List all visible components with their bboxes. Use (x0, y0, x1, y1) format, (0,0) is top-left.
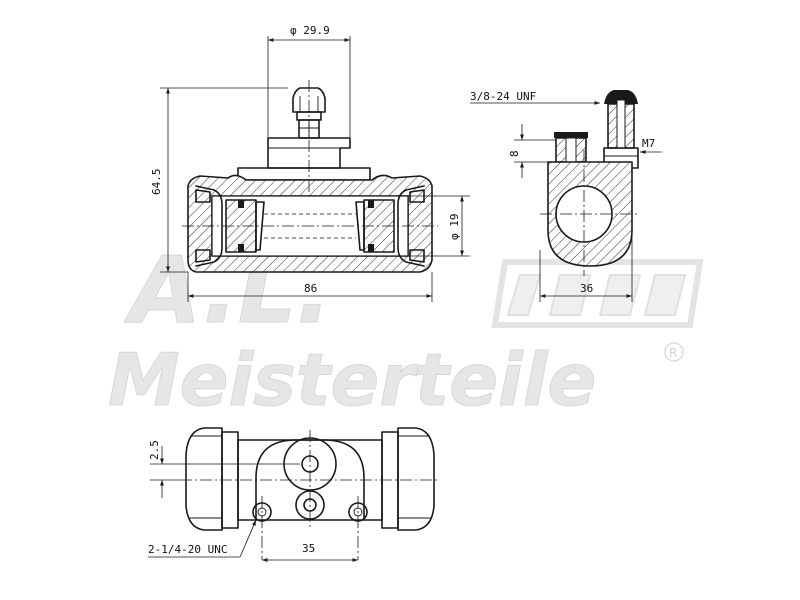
svg-text:36: 36 (580, 282, 593, 295)
dim-thread-upper: 3/8-24 UNF (470, 90, 600, 105)
piston-left (225, 199, 257, 253)
watermark-brand: Meisterteile (108, 338, 596, 422)
end-cap-left (185, 427, 223, 531)
end-cap-right (397, 427, 435, 531)
dim-overall-length: 86 (187, 272, 433, 302)
dim-top-width: φ 29.9 (267, 24, 351, 138)
svg-text:2.5: 2.5 (148, 440, 161, 460)
watermark-registered-mark: R (664, 342, 684, 362)
side-section-view: 3/8-24 UNF 8 M7 36 (470, 90, 662, 302)
svg-text:35: 35 (302, 542, 315, 555)
dim-bolt-thread: M7 (640, 137, 662, 154)
dim-mount-thread: 2-1/4-20 UNC (148, 519, 257, 558)
svg-text:2-1/4-20 UNC: 2-1/4-20 UNC (148, 543, 227, 556)
bottom-plan-view: 2.5 2-1/4-20 UNC 35 (148, 427, 440, 562)
svg-text:3/8-24 UNF: 3/8-24 UNF (470, 90, 536, 103)
svg-text:64.5: 64.5 (150, 169, 163, 196)
dim-overall-height: 64.5 (150, 87, 288, 273)
dim-bottom-offset: 2.5 (148, 440, 300, 498)
side-inlet-fitting (554, 132, 588, 163)
top-boss (267, 137, 351, 169)
svg-text:86: 86 (304, 282, 317, 295)
svg-text:φ 19: φ 19 (448, 214, 461, 241)
dim-side-width: 36 (539, 230, 633, 302)
svg-text:φ 29.9: φ 29.9 (290, 24, 330, 37)
svg-text:8: 8 (508, 150, 521, 157)
dim-nipple-offset: 8 (508, 124, 556, 178)
front-section-view: φ 29.9 64.5 φ 19 86 (150, 24, 470, 302)
dim-hole-spacing: 35 (262, 542, 358, 562)
side-bleeder-screw (603, 90, 639, 169)
dim-bore: φ 19 (408, 195, 470, 257)
svg-text:M7: M7 (642, 137, 655, 150)
svg-text:R: R (669, 346, 677, 360)
